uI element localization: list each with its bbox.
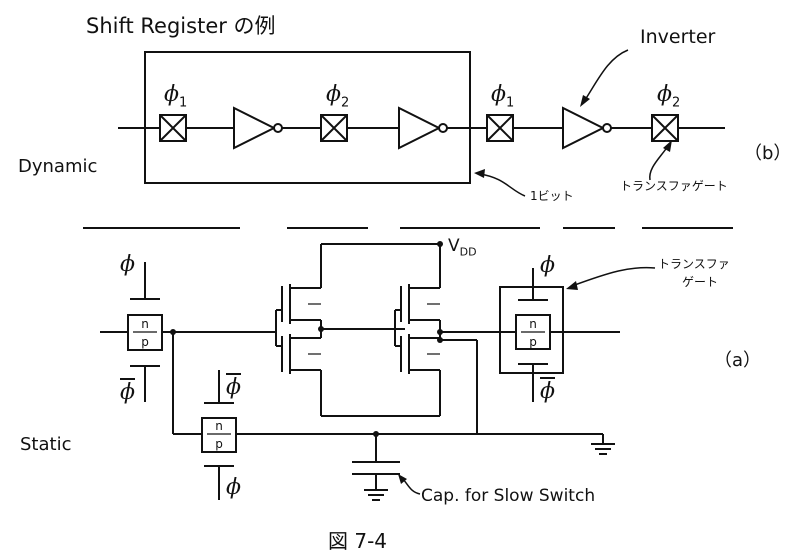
one-bit-label: 1ビット	[530, 189, 574, 203]
right-ground	[591, 434, 615, 455]
tg-out-n: n	[529, 317, 537, 331]
output-transfer-gate	[499, 268, 620, 402]
figure-caption: 図 7-4	[328, 529, 388, 553]
phase-label-phi1-a: ϕ1	[164, 82, 188, 111]
phase-label-fb-phi: ϕ	[226, 475, 241, 500]
capacitor-ground	[364, 489, 388, 501]
transfer-gate-phi2-b	[651, 114, 679, 142]
cmos-inverter-1	[275, 284, 405, 416]
transfer-gate-phi1-b	[486, 114, 514, 142]
inverter-3	[562, 106, 612, 150]
dynamic-shift-register	[118, 49, 725, 197]
transfer-gate-pointer-a	[571, 266, 656, 287]
input-transfer-gate	[127, 262, 163, 402]
inverter-label: Inverter	[640, 26, 716, 48]
static-label: Static	[20, 434, 72, 455]
tg-in-p: p	[141, 335, 149, 349]
transfer-gate-phi2-a	[320, 114, 348, 142]
vdd-main: V	[448, 236, 460, 256]
transfer-gate-phi1-a	[159, 114, 187, 142]
inverter-2	[398, 106, 448, 150]
inverter-pointer	[584, 49, 629, 101]
vdd-label: VDD	[448, 236, 477, 259]
capacitor-label: Cap. for Slow Switch	[421, 486, 596, 506]
dynamic-label: Dynamic	[18, 156, 98, 177]
transfer-gate-label-a-line2: ゲート	[682, 275, 719, 289]
phase-label-phi2-a: ϕ2	[326, 82, 350, 111]
phase-label-phi1-b: ϕ1	[491, 82, 515, 111]
panel-a-label: （a）	[714, 350, 762, 371]
static-shift-register	[100, 241, 656, 501]
tg-fb-n: n	[215, 419, 223, 433]
phase-label-in-phibar: ϕ	[120, 380, 135, 405]
tg-fb-p: p	[215, 437, 223, 451]
panel-b-label: （b）	[744, 143, 787, 164]
phase-label-fb-phibar: ϕ	[226, 375, 241, 400]
one-bit-pointer	[479, 173, 526, 197]
phase-label-out-phi: ϕ	[540, 253, 555, 278]
feedback-transfer-gate	[201, 370, 237, 500]
transfer-gate-label-b: トランスファゲート	[620, 179, 728, 193]
slow-switch-capacitor	[352, 434, 400, 490]
tg-out-p: p	[529, 335, 537, 349]
phase-label-in-phi: ϕ	[120, 252, 135, 277]
vdd-sub: DD	[459, 245, 477, 259]
phase-label-phi2-b: ϕ2	[657, 82, 681, 111]
inverter-1	[233, 106, 283, 150]
one-bit-box	[144, 51, 471, 184]
transfer-gate-label-a-line1: トランスファ	[658, 257, 730, 271]
cmos-inverter-2	[394, 284, 516, 416]
tg-in-n: n	[141, 317, 149, 331]
transfer-gate-pointer-b	[649, 145, 669, 181]
phase-label-out-phibar: ϕ	[540, 379, 555, 404]
page-title: Shift Register の例	[86, 14, 276, 38]
